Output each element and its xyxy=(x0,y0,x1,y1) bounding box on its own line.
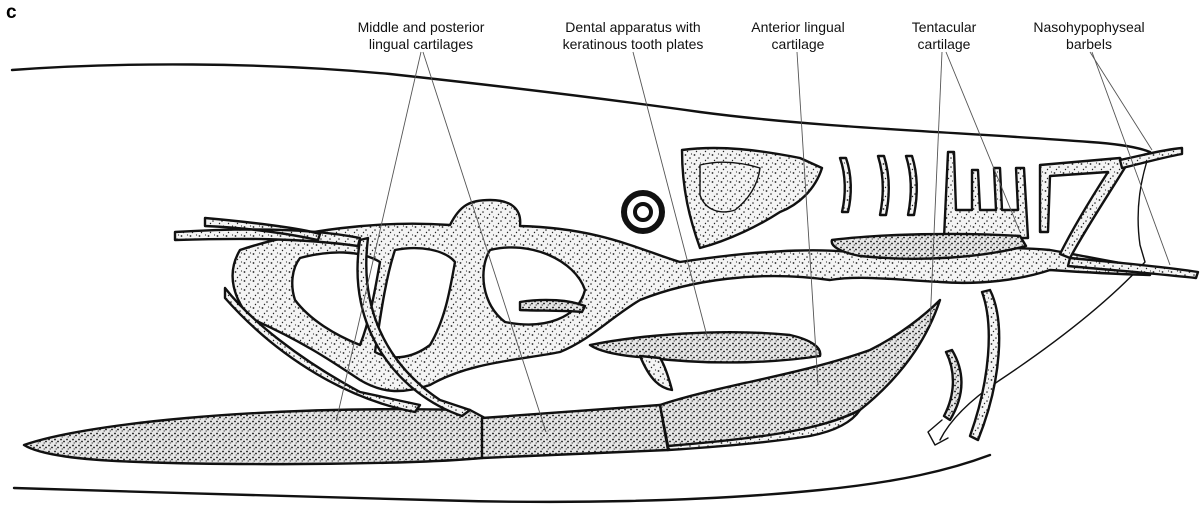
label-nasohypophyseal-barbels: Nasohypophyseal barbels xyxy=(1020,19,1158,53)
gill-rod-2 xyxy=(878,156,889,215)
panel-letter: c xyxy=(6,2,17,24)
tentacular-comb xyxy=(944,152,1028,238)
eye-spot-outer xyxy=(624,193,662,231)
barbel-upper xyxy=(1120,148,1182,168)
label-middle-posterior-lingual-cartilages: Middle and posterior lingual cartilages xyxy=(346,19,496,53)
label-line: keratinous tooth plates xyxy=(552,36,714,53)
descending-cartilage xyxy=(970,290,999,440)
label-line: Nasohypophyseal xyxy=(1020,19,1158,36)
label-line: Tentacular xyxy=(900,19,988,36)
middle-lingual-cartilage xyxy=(482,405,668,458)
snout-frame xyxy=(1040,158,1126,258)
gill-rod-1 xyxy=(840,158,851,212)
cranial-bar xyxy=(520,300,585,312)
label-line: lingual cartilages xyxy=(346,36,496,53)
eye-spot-inner xyxy=(635,204,651,220)
label-line: cartilage xyxy=(900,36,988,53)
dental-plate-lower xyxy=(640,356,672,390)
label-tentacular-cartilage: Tentacular cartilage xyxy=(900,19,988,53)
body-outline-top xyxy=(12,64,1150,152)
gill-rod-3 xyxy=(906,156,917,215)
posterior-lingual-cartilage xyxy=(24,409,485,464)
tentacular-block xyxy=(682,148,822,248)
label-dental-apparatus: Dental apparatus with keratinous tooth p… xyxy=(552,19,714,53)
label-line: Anterior lingual xyxy=(742,19,854,36)
label-line: Middle and posterior xyxy=(346,19,496,36)
anterior-lingual-cartilage xyxy=(660,300,940,446)
label-line: barbels xyxy=(1020,36,1158,53)
label-line: Dental apparatus with xyxy=(552,19,714,36)
mouth-cartilage xyxy=(944,350,962,420)
label-line: cartilage xyxy=(742,36,854,53)
label-anterior-lingual-cartilage: Anterior lingual cartilage xyxy=(742,19,854,53)
dental-plate xyxy=(590,332,820,362)
